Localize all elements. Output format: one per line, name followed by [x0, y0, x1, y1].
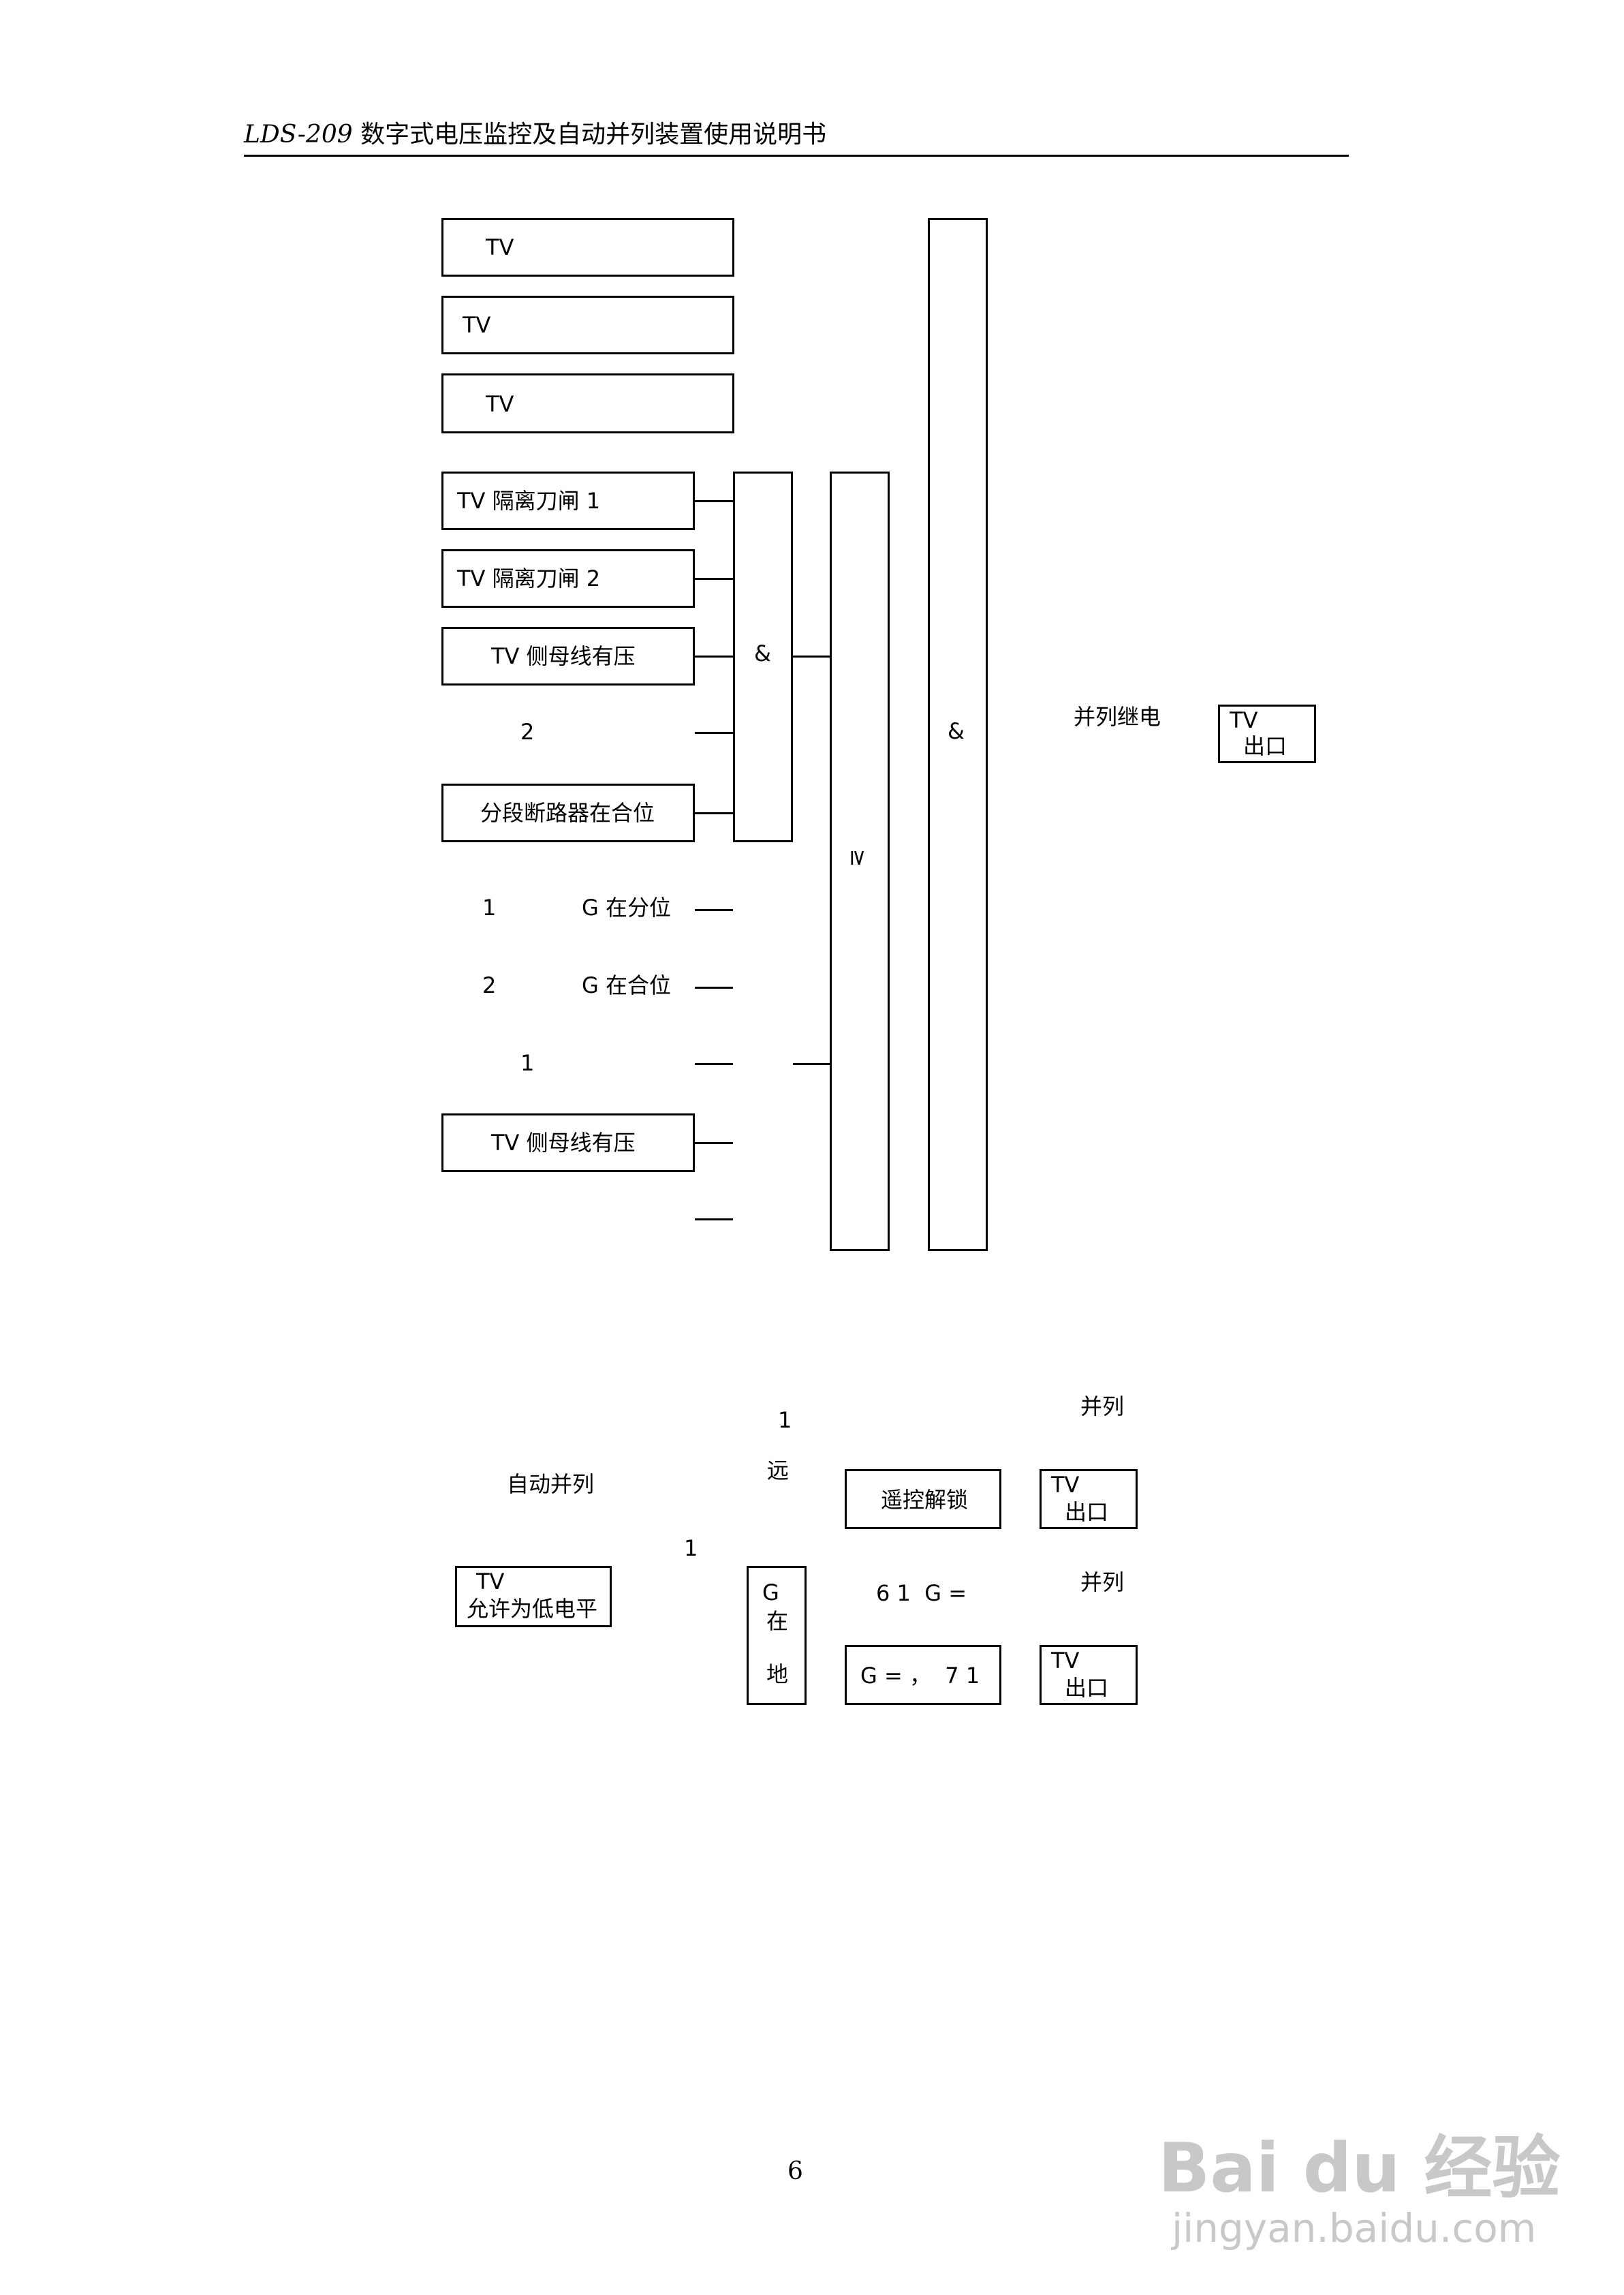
header-model: LDS-209: [244, 121, 353, 149]
tv-output-box-2: TV 出口: [1040, 1645, 1138, 1705]
wire-in-7: [695, 987, 733, 989]
tv-isolator-2-box: TV 隔离刀闸 2: [441, 549, 695, 608]
and-gate-1: &: [733, 472, 793, 842]
tv-box-3: TV: [441, 373, 734, 433]
input-label-2b: 2: [482, 972, 497, 998]
baidu-watermark-url: jingyan.baidu.com: [1172, 2205, 1537, 2251]
parallel-label-top: 并列: [1080, 1393, 1125, 1419]
tv-bus-voltage-box-2: TV 侧母线有压: [441, 1113, 695, 1172]
or-gate: ≥: [830, 472, 890, 1251]
g-closed-label: G 在合位: [582, 972, 671, 998]
wire-in-8: [695, 1063, 733, 1065]
wire-in-3: [695, 656, 733, 658]
header-title: 数字式电压监控及自动并列装置使用说明书: [352, 121, 827, 149]
page-number: 6: [787, 2157, 803, 2185]
auto-parallel-label: 自动并列: [507, 1471, 595, 1497]
tv-output-box-1: TV 出口: [1040, 1469, 1138, 1529]
header-rule: [244, 155, 1349, 157]
wire-in-4: [695, 732, 733, 734]
tv-isolator-1-box: TV 隔离刀闸 1: [441, 472, 695, 530]
wire-and1-to-or: [793, 656, 831, 658]
wire-in-2: [695, 578, 733, 580]
eq-71-box: G = ， 7 1: [845, 1645, 1001, 1705]
page-header: LDS-209 数字式电压监控及自动并列装置使用说明书: [244, 114, 826, 150]
tv-box-2: TV: [441, 296, 734, 354]
baidu-watermark-logo: Bai du 经验: [1158, 2128, 1561, 2208]
input-label-1a: 1: [482, 895, 497, 921]
wire-in-10: [695, 1218, 733, 1220]
parallel-label-bottom: 并列: [1080, 1569, 1125, 1595]
section-breaker-box: 分段断路器在合位: [441, 784, 695, 842]
wire-1b-to-or: [793, 1063, 831, 1065]
wire-in-9: [695, 1142, 733, 1144]
wire-in-5: [695, 812, 733, 814]
label-1-top: 1: [778, 1407, 792, 1433]
tv-output-box: TV 出口: [1218, 705, 1316, 763]
input-label-2: 2: [520, 719, 535, 745]
tv-box-1: TV: [441, 218, 734, 277]
wire-in-6: [695, 909, 733, 911]
eq-61-label: 6 1 G =: [876, 1580, 967, 1606]
tv-allow-low-box: TV 允许为低电平: [455, 1566, 612, 1627]
tv-bus-voltage-box-1: TV 侧母线有压: [441, 627, 695, 686]
wire-in-1: [695, 500, 733, 502]
and-gate-2: &: [928, 218, 988, 1251]
remote-label: 远: [767, 1458, 790, 1483]
g-open-label: G 在分位: [582, 895, 671, 921]
label-1-mid: 1: [684, 1535, 698, 1561]
g-local-box: G 在 地: [747, 1566, 807, 1705]
remote-unlock-box: 遥控解锁: [845, 1469, 1001, 1529]
parallel-relay-label: 并列继电: [1074, 704, 1161, 730]
input-label-1b: 1: [520, 1050, 535, 1076]
